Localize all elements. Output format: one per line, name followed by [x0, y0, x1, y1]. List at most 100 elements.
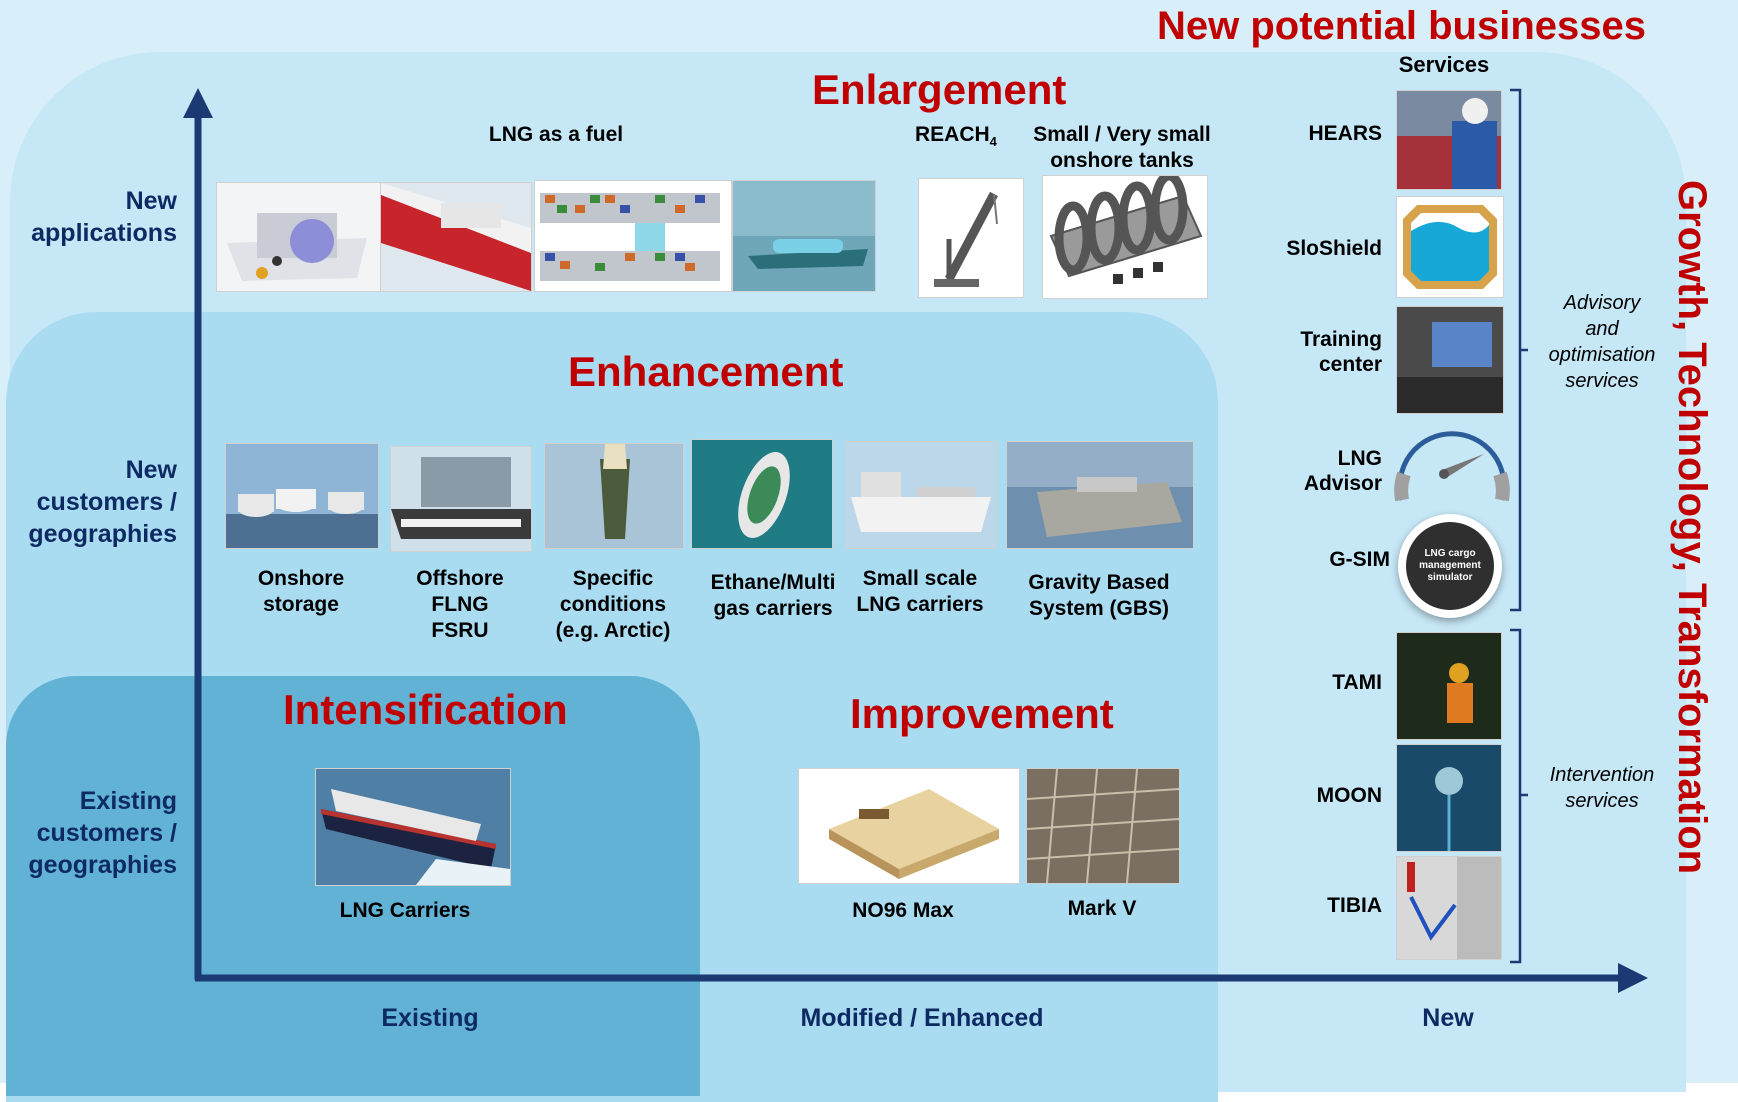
enhancement-label-4: Small scale LNG carriers — [845, 566, 995, 618]
service-tibia: TIBIA — [1230, 893, 1382, 918]
ferry-illustration — [381, 183, 531, 291]
moon-illustration — [1435, 767, 1463, 851]
services-header: Services — [1398, 52, 1490, 77]
service-name: HEARS — [1308, 122, 1382, 145]
x-axis-arrowhead — [1618, 963, 1648, 993]
enhancement-label-0: Onshore storage — [225, 566, 377, 618]
service-name: TIBIA — [1327, 894, 1382, 917]
service-tami: TAMI — [1230, 670, 1382, 695]
label-line: Offshore — [416, 567, 504, 590]
sloshield-image — [1396, 196, 1504, 298]
label-line: conditions — [559, 593, 667, 616]
g-sim-badge-inner: LNG cargo management simulator — [1406, 522, 1494, 610]
label-line: System (GBS) — [1028, 597, 1170, 620]
intensification-zone — [6, 676, 700, 1096]
y-label-new-customers: New customers / geographies — [10, 454, 177, 550]
label-line: LNG carriers — [856, 593, 984, 616]
enlargement-title: Enlargement — [812, 66, 1067, 113]
advisory-services-label: Advisory and optimisation services — [1532, 290, 1672, 394]
label-line: storage — [263, 593, 339, 616]
y-label-line: New — [125, 456, 177, 484]
offshore-flng-image — [390, 446, 532, 552]
y-label-new-applications: New applications — [10, 185, 177, 249]
hears-image — [1396, 90, 1502, 190]
lng-carrier-image — [315, 768, 511, 886]
service-training-center: Training center — [1230, 327, 1382, 377]
lng-carriers-label: LNG Carriers — [339, 899, 471, 922]
mark-v-label: Mark V — [1067, 897, 1137, 920]
reach-label: REACH4 — [915, 122, 1015, 155]
x-label-modified: Modified / Enhanced — [800, 1004, 1044, 1032]
group-label-line: optimisation — [1548, 344, 1656, 366]
engine-illustration — [227, 213, 367, 281]
onshore-tanks-image — [1042, 175, 1208, 299]
enhancement-label-1: Offshore FLNG FSRU — [390, 566, 530, 644]
improvement-title: Improvement — [850, 690, 1114, 737]
label-line: Specific — [572, 567, 654, 590]
service-g-sim: G-SIM — [1238, 547, 1390, 572]
ethane-carrier-image — [691, 439, 833, 549]
group-label-line: Advisory — [1563, 292, 1641, 314]
tanks-illustration — [1049, 176, 1203, 284]
tanks-label-line: Small / Very small — [1033, 123, 1211, 146]
intervention-bracket — [1510, 628, 1528, 964]
training-illustration — [1397, 322, 1503, 413]
lng-fuel-engine-image — [216, 182, 381, 292]
advisory-bracket — [1510, 88, 1528, 612]
badge-line: management — [1419, 560, 1481, 571]
flng-illustration — [391, 457, 531, 539]
mark-v-image — [1026, 768, 1180, 884]
label-line: gas carriers — [713, 597, 833, 620]
label-line: Onshore — [257, 567, 345, 590]
reach-text: REACH — [915, 123, 990, 146]
tami-image — [1396, 632, 1502, 740]
label-line: Small scale — [862, 567, 978, 590]
group-label-line: services — [1565, 790, 1639, 812]
lng-fuel-label: LNG as a fuel — [488, 123, 624, 146]
y-label-line: customers / — [36, 488, 177, 516]
service-name: SloShield — [1286, 237, 1382, 260]
y-label-line: geographies — [28, 520, 177, 548]
lng-carrier-illustration — [321, 789, 510, 885]
label-line: FLNG — [431, 593, 489, 616]
y-label-line: geographies — [28, 851, 177, 879]
tami-illustration — [1447, 663, 1473, 723]
no96-max-label: NO96 Max — [852, 899, 954, 922]
enhancement-label-3: Ethane/Multi gas carriers — [700, 570, 846, 622]
x-label-new: New — [1422, 1004, 1474, 1032]
arctic-ship-image — [544, 443, 684, 549]
service-lng-advisor: LNG Advisor — [1230, 446, 1382, 496]
y-label-line: Existing — [79, 787, 177, 815]
container-ship-image — [534, 180, 732, 292]
lng-advisor-gauge-icon — [1394, 431, 1510, 502]
group-label-line: services — [1565, 370, 1639, 392]
g-sim-badge: LNG cargo management simulator — [1398, 514, 1502, 618]
hears-illustration — [1397, 98, 1501, 189]
page-title: New potential businesses — [1156, 4, 1646, 48]
label-line: Gravity Based — [1028, 571, 1170, 594]
intensification-title: Intensification — [283, 686, 568, 733]
y-label-line: customers / — [36, 819, 177, 847]
label-line: Ethane/Multi — [710, 571, 836, 594]
lng-bunker-vessel-image — [732, 180, 876, 292]
reach-subscript: 4 — [989, 134, 997, 150]
tanks-label-line: onshore tanks — [1050, 149, 1194, 172]
tibia-image — [1396, 856, 1502, 960]
service-name: MOON — [1316, 784, 1382, 807]
reach-crane-image — [918, 178, 1024, 298]
crane-illustration — [934, 191, 998, 287]
y-axis-arrowhead — [183, 88, 213, 118]
gbs-illustration — [1007, 442, 1193, 537]
label-line: (e.g. Arctic) — [555, 619, 671, 642]
enhancement-title: Enhancement — [568, 348, 844, 395]
container-ship-illustration — [540, 193, 720, 281]
arctic-ship-illustration — [600, 444, 630, 539]
gbs-image — [1006, 441, 1194, 549]
small-carrier-illustration — [851, 472, 991, 532]
service-name: LNG — [1337, 447, 1382, 470]
enhancement-label-2: Specific conditions (e.g. Arctic) — [538, 566, 688, 644]
service-moon: MOON — [1230, 783, 1382, 808]
service-name: Training — [1300, 328, 1382, 351]
service-name: Advisor — [1303, 472, 1382, 495]
